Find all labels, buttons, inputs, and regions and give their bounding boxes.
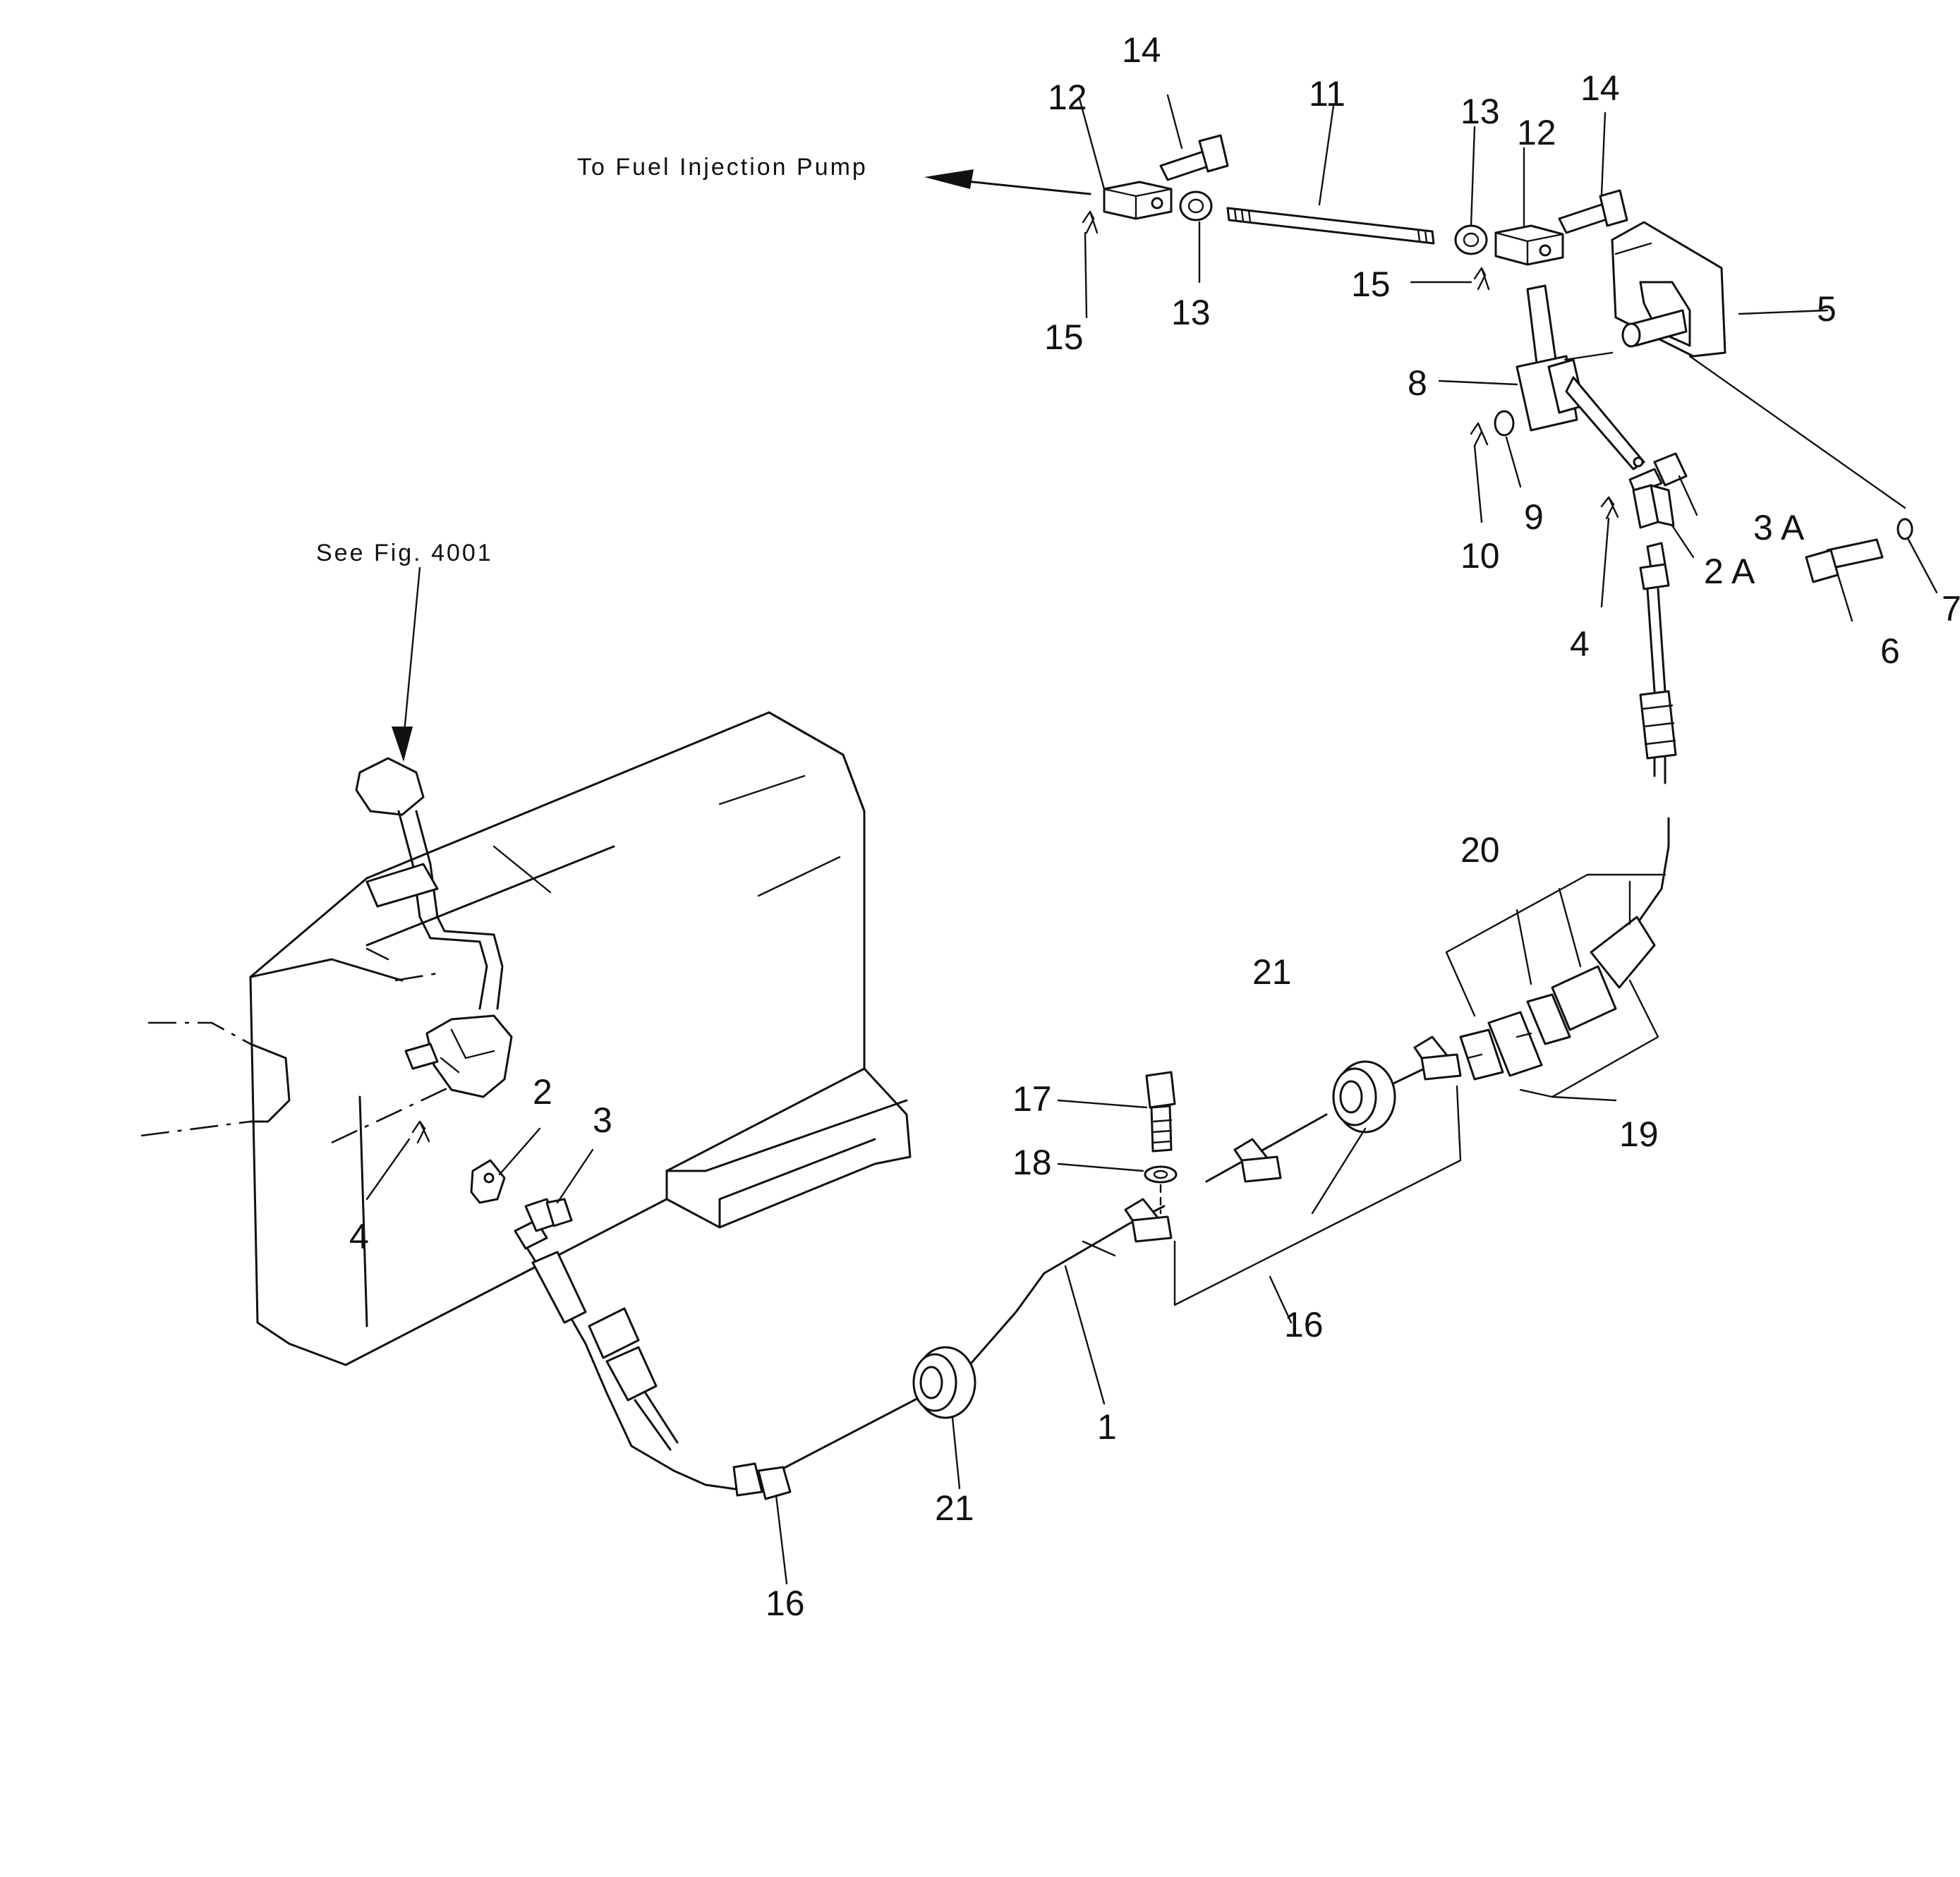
washer-18: [1144, 1165, 1178, 1184]
grommet-21-upper: [1332, 1060, 1396, 1134]
clip-16-mid-a: [1124, 1198, 1173, 1243]
callout-2a: 2 A: [1704, 552, 1755, 591]
callout-8: 8: [1408, 363, 1427, 403]
callout-10: 10: [1460, 536, 1500, 576]
callout-3a: 3 A: [1753, 508, 1805, 547]
left-fittings: [411, 1120, 573, 1232]
callout-14-right: 14: [1580, 68, 1620, 108]
callout-2: 2: [533, 1072, 552, 1112]
control-cable: [517, 704, 1670, 1493]
callout-18: 18: [1012, 1143, 1052, 1182]
callout-7: 7: [1942, 589, 1960, 628]
callout-13-left: 13: [1171, 293, 1211, 332]
control-lever: [355, 757, 513, 1098]
note-fuel-pump: To Fuel Injection Pump: [577, 154, 868, 181]
callout-19: 19: [1619, 1114, 1659, 1154]
callout-15-left: 15: [1044, 317, 1084, 357]
callout-4-left: 4: [349, 1217, 369, 1256]
callout-14-left: 14: [1122, 30, 1161, 70]
callout-4-right: 4: [1570, 624, 1590, 664]
top-rod-assembly: [924, 134, 1628, 291]
clip-16-mid-b: [1233, 1138, 1282, 1183]
callout-5: 5: [1817, 289, 1837, 329]
callout-12-left: 12: [1048, 78, 1087, 117]
sleeve-assembly: [1459, 916, 1656, 1081]
callout-1: 1: [1097, 1407, 1117, 1447]
grommet-21-lower: [912, 1346, 976, 1419]
lever-bracket: [1470, 221, 1913, 583]
callout-9: 9: [1524, 497, 1544, 537]
cable-end-left: [514, 1219, 679, 1451]
bolt-17: [1145, 1071, 1176, 1153]
leader-lines: [365, 94, 1938, 1585]
callout-17: 17: [1012, 1079, 1052, 1119]
note-see-fig: See Fig. 4001: [316, 540, 493, 566]
callout-21-lower: 21: [935, 1488, 974, 1528]
callout-11: 11: [1309, 74, 1345, 114]
callout-numbers: 1 2 2 A 3 3 A 4 4 5 6 7 8 9 10 11 12 12 …: [349, 30, 1960, 1623]
callout-13-right: 13: [1460, 92, 1500, 131]
cable-end-right: [1639, 542, 1677, 760]
callout-3: 3: [593, 1100, 612, 1140]
callout-15-right: 15: [1351, 265, 1391, 304]
callout-20: 20: [1460, 830, 1500, 870]
clip-16-upper: [1413, 1035, 1462, 1081]
callout-16-bottom: 16: [766, 1584, 805, 1623]
clip-16-lower: [732, 1462, 792, 1500]
engine-outline: [140, 972, 452, 1144]
callout-12-right: 12: [1517, 113, 1556, 152]
tank-body: [249, 711, 912, 1366]
callout-16-middle: 16: [1284, 1305, 1324, 1344]
callout-21-upper: 21: [1252, 952, 1292, 992]
callout-6: 6: [1880, 631, 1900, 671]
